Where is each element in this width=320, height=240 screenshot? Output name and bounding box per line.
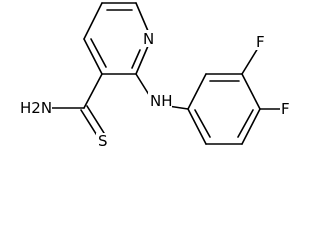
double-bond: [86, 105, 105, 134]
double-bond-inner: [237, 109, 254, 138]
bond: [83, 38, 103, 75]
label-bg: [96, 133, 110, 149]
label-bg: [255, 34, 267, 50]
structure-canvas: N NH H2N S F F: [18, 2, 292, 150]
fluorine-3-label: F: [256, 33, 265, 51]
bond: [187, 73, 207, 110]
double-bond-inner: [194, 109, 211, 138]
label-bg: [148, 92, 172, 109]
bond: [241, 73, 261, 110]
amine-nh-label: NH: [150, 92, 173, 110]
thioamide-group: [51, 73, 105, 138]
bond: [83, 73, 103, 109]
double-bond-inner: [90, 38, 107, 68]
bond-to-fluorine: [241, 47, 259, 75]
pyridine-nitrogen-label: N: [143, 30, 154, 48]
atom-labels: N NH H2N S F F: [18, 30, 292, 150]
label-bg: [141, 30, 156, 47]
double-bond-inner: [131, 49, 141, 69]
bond: [83, 2, 103, 40]
difluorophenyl-ring: [187, 47, 281, 145]
molecule-diagram: N NH H2N S F F: [18, 2, 292, 150]
fluorine-4-label: F: [281, 100, 290, 118]
label-bg: [280, 101, 292, 117]
label-bg: [18, 99, 52, 116]
double-bond: [80, 109, 99, 138]
bond: [241, 108, 261, 145]
bond: [135, 2, 149, 32]
amide-h2n-label: H2N: [20, 99, 52, 117]
pyridine-ring: [83, 2, 149, 75]
bond: [187, 108, 207, 145]
thiocarbonyl-sulfur-label: S: [98, 132, 108, 150]
bond: [135, 45, 149, 75]
